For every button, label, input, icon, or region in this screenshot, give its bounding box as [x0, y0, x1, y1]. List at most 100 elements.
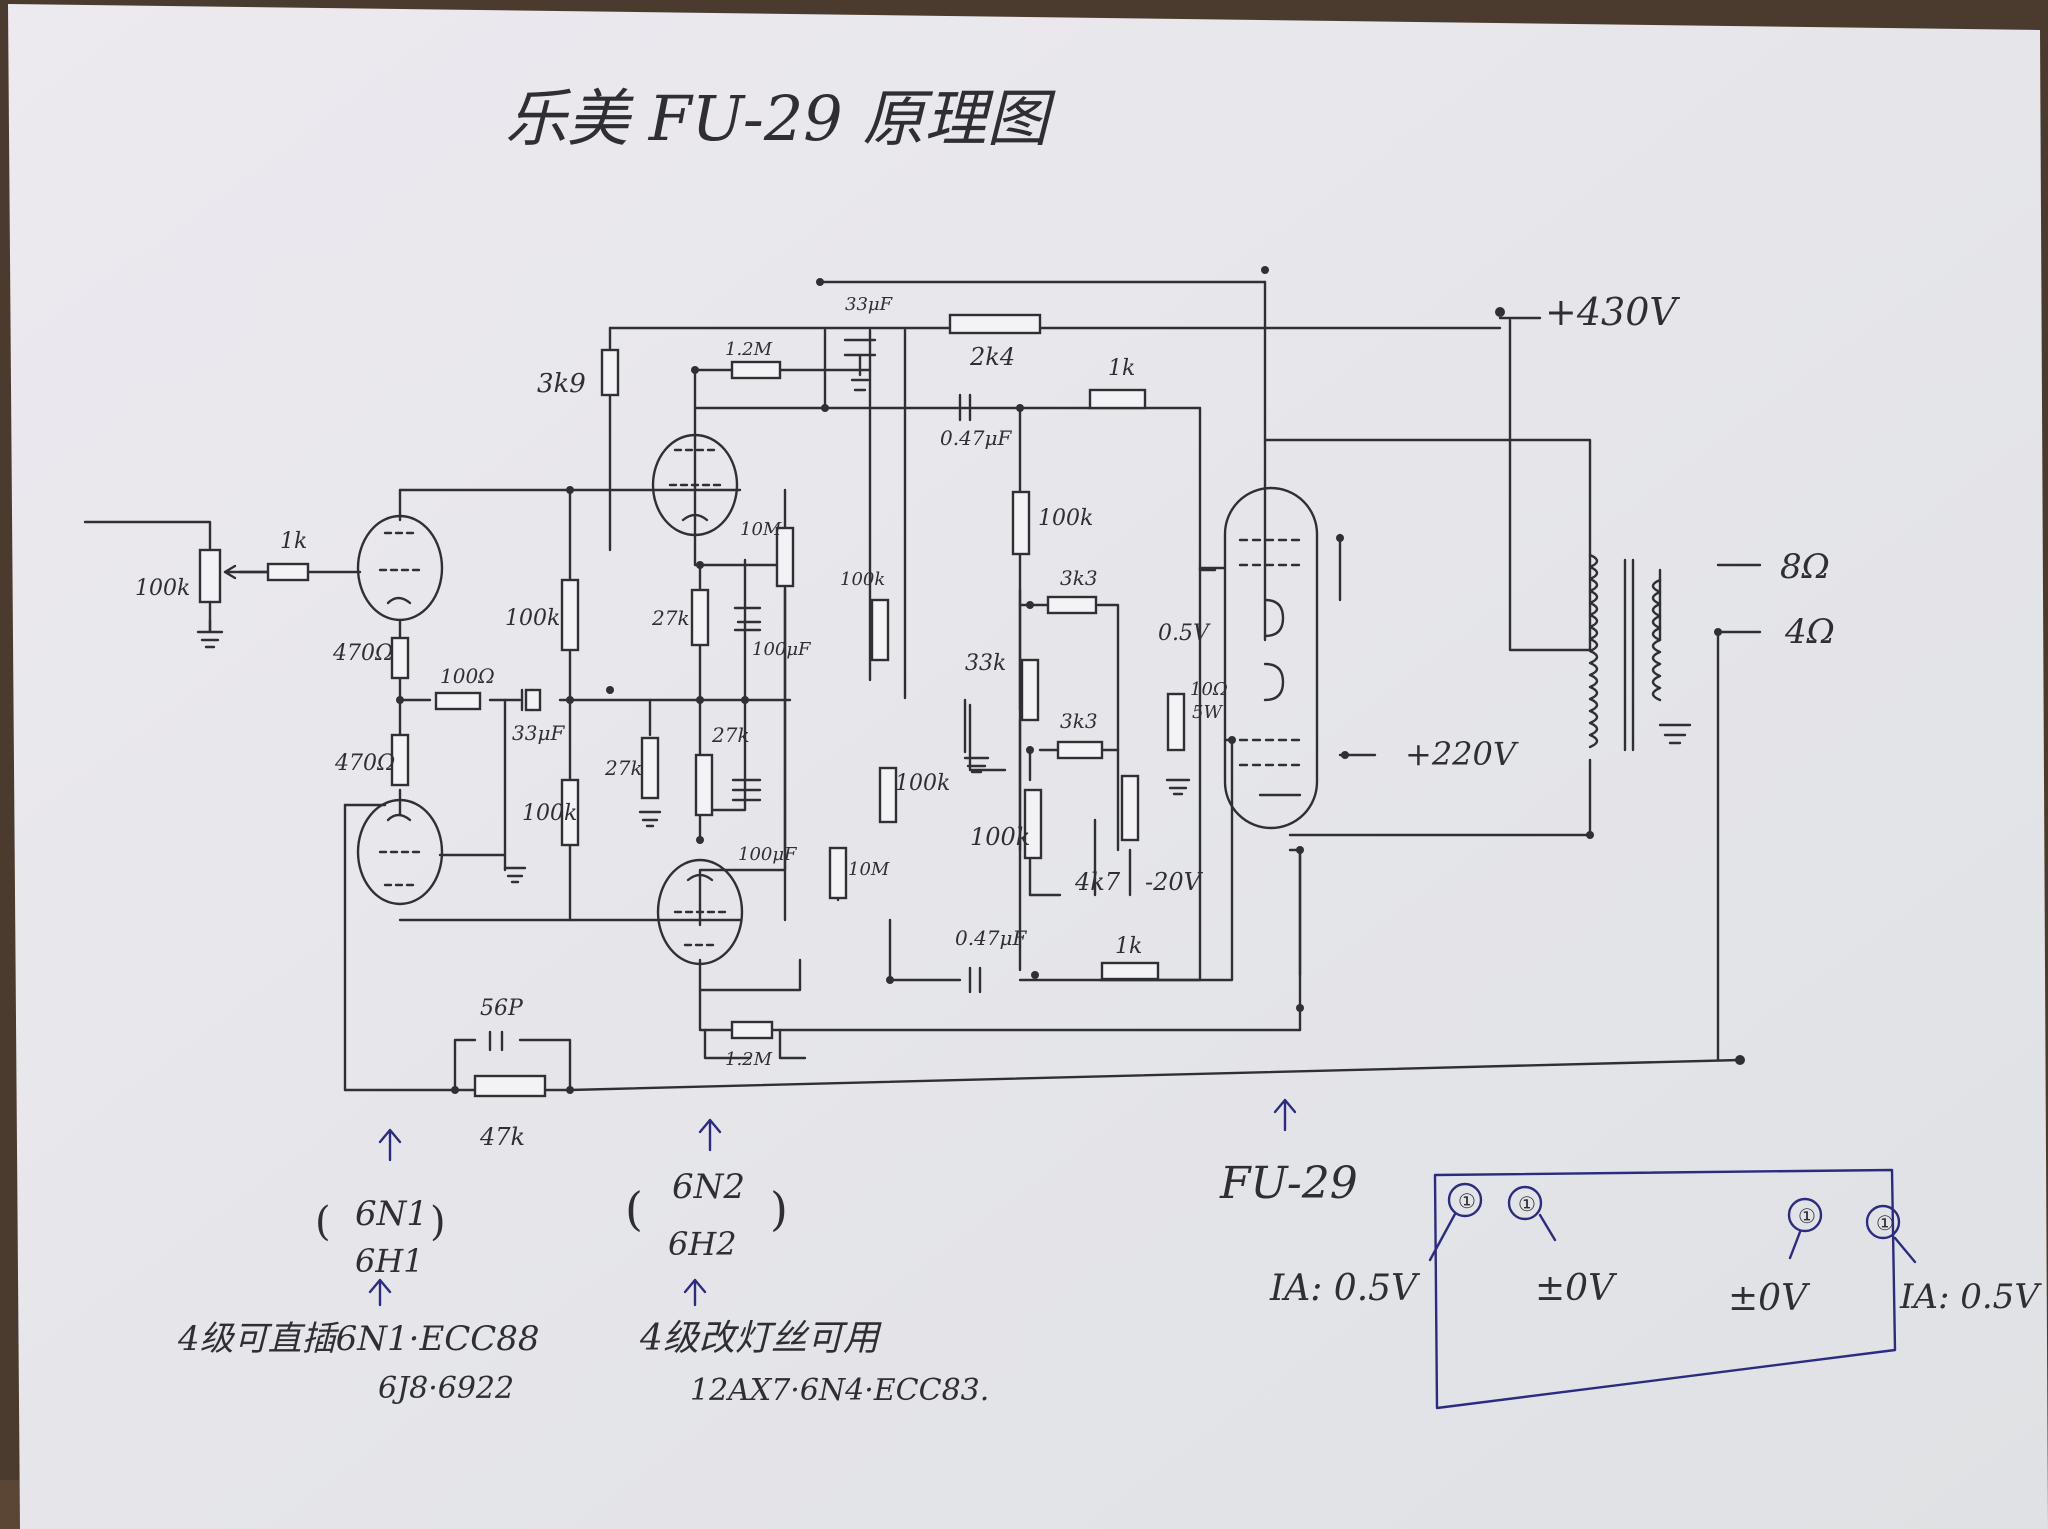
- capacitor-33uf-left: [520, 688, 542, 712]
- svg-text:): ): [770, 1182, 788, 1236]
- resistor-3k3-b: [1056, 740, 1104, 760]
- label-047-top: 0.47μF: [940, 426, 1013, 450]
- label-47k: 47k: [479, 1123, 525, 1151]
- resistor-100k-c: [870, 598, 890, 662]
- label-1k-bottom: 1k: [1115, 934, 1142, 959]
- label-27k-a: 27k: [651, 606, 690, 630]
- stage2-note-line1: 4级改灯丝可用: [639, 1318, 882, 1359]
- resistor-33k: [1020, 658, 1040, 722]
- stage2-note-line2: 12AX7·6N4·ECC83.: [690, 1373, 989, 1408]
- resistor-3k9: [600, 348, 620, 397]
- label-bias-rail: -20V: [1145, 868, 1204, 896]
- bias-ia-left: IA: 0.5V: [1269, 1268, 1421, 1309]
- svg-text:(: (: [315, 1199, 331, 1245]
- resistor-27k-c: [694, 753, 714, 817]
- label-2k4: 2k4: [969, 343, 1015, 371]
- label-100k-e: 100k: [1038, 506, 1093, 531]
- bias-marker-2: ①: [1518, 1192, 1536, 1216]
- label-3k3-a: 3k3: [1060, 566, 1098, 590]
- label-10ohm: 10Ω: [1190, 679, 1228, 700]
- resistor-100k-f: [1023, 788, 1043, 860]
- label-100k-a: 100k: [505, 606, 560, 631]
- resistor-3k3-a: [1046, 595, 1098, 615]
- label-0-5v: 0.5V: [1158, 621, 1211, 646]
- resistor-100-series: [434, 691, 482, 711]
- label-100uf-a: 100μF: [752, 639, 812, 660]
- label-tap-4: 4Ω: [1784, 612, 1835, 652]
- capacitor-33uf-top: [843, 338, 877, 392]
- capacitor-100uf-a: [733, 606, 762, 632]
- tube-6n2-top: [651, 433, 739, 537]
- output-transformer: [1588, 553, 1662, 752]
- resistor-47k: [473, 1074, 547, 1098]
- svg-text:(: (: [625, 1182, 643, 1236]
- capacitor-047-top: [958, 393, 972, 422]
- label-33k: 33k: [965, 651, 1006, 676]
- label-10m-b: 10M: [848, 859, 890, 880]
- resistor-1-2m-top: [730, 360, 782, 380]
- label-470-top: 470Ω: [332, 641, 393, 666]
- label-56p: 56P: [480, 996, 524, 1021]
- paper-sheet: [8, 4, 2048, 1529]
- tube-stage1-name: 6N1: [355, 1194, 428, 1234]
- tube-6n1-bottom: [356, 798, 444, 906]
- tube-labels: ( 6N1 ) 6H1 ( 6N2 ) 6H2 FU-29: [315, 1158, 1358, 1280]
- label-1-2m-bottom: 1.2M: [725, 1049, 773, 1070]
- resistor-1k-grid: [266, 562, 310, 582]
- resistor-470-top: [390, 636, 410, 680]
- resistor-100k-a: [560, 578, 580, 652]
- capacitor-56p: [488, 1030, 504, 1052]
- label-3k3-b: 3k3: [1060, 709, 1098, 733]
- stage1-note-line2: 6J8·6922: [378, 1371, 514, 1406]
- resistor-1k-bottom: [1100, 961, 1160, 981]
- resistor-100k-d: [878, 766, 898, 824]
- label-27k-b: 27k: [604, 756, 643, 780]
- resistor-27k-a: [690, 588, 710, 647]
- label-input-pot: 100k: [135, 576, 190, 601]
- label-10ohm-watt: 5W: [1192, 702, 1223, 723]
- label-100k-f: 100k: [970, 823, 1030, 851]
- tube-6n2-bottom: [656, 858, 744, 966]
- tube-fu29: [1223, 486, 1319, 830]
- input-potentiometer: [196, 548, 272, 649]
- bias-marker-3: ①: [1798, 1204, 1816, 1228]
- substitution-notes: 4级可直插6N1·ECC88 6J8·6922 4级改灯丝可用 12AX7·6N…: [177, 1318, 989, 1408]
- junction-dots: [396, 266, 1745, 1094]
- label-33uf-top: 33μF: [845, 294, 894, 315]
- bias-note-box: [1428, 1168, 1917, 1410]
- bias-note-labels: IA: 0.5V ±0V ±0V IA: 0.5V ① ① ① ①: [1269, 1189, 2042, 1319]
- tube-stage2-name: 6N2: [672, 1167, 745, 1207]
- stage1-note-line1: 4级可直插6N1·ECC88: [177, 1319, 540, 1359]
- resistor-1-2m-bottom: [730, 1020, 774, 1040]
- ground-symbols: [503, 698, 1692, 884]
- bias-zero-left: ±0V: [1535, 1268, 1618, 1309]
- label-3k9: 3k9: [537, 369, 586, 399]
- resistor-10m-b: [828, 846, 848, 900]
- label-10m-a: 10M: [740, 519, 782, 540]
- resistor-10m-a: [775, 526, 795, 588]
- tube-stage2-alt: 6H2: [668, 1225, 737, 1263]
- label-1-2m-top: 1.2M: [725, 339, 773, 360]
- label-100k-b: 100k: [522, 801, 577, 826]
- capacitor-100uf-b: [731, 778, 762, 802]
- resistor-100k-e: [1011, 490, 1031, 556]
- label-grid-stop: 1k: [280, 529, 307, 554]
- resistor-470-bottom: [390, 733, 410, 787]
- stage-arrows: [368, 1098, 1297, 1307]
- bias-ia-right: IA: 0.5V: [1899, 1277, 2042, 1317]
- bias-marker-1: ①: [1458, 1189, 1476, 1213]
- label-100k-d: 100k: [895, 771, 950, 796]
- resistor-27k-b: [640, 736, 660, 800]
- resistor-4k7: [1120, 774, 1140, 842]
- page-title: 乐美 FU-29 原理图: [505, 82, 1056, 155]
- label-1k-top: 1k: [1108, 356, 1135, 381]
- label-screen: +220V: [1405, 735, 1519, 773]
- label-100uf-b: 100μF: [738, 844, 798, 865]
- label-470-bottom: 470Ω: [334, 751, 395, 776]
- resistor-10ohm: [1166, 692, 1186, 752]
- svg-text:): ): [430, 1199, 446, 1245]
- tube-6n1-top: [356, 514, 444, 622]
- label-047-bottom: 0.47μF: [955, 926, 1028, 950]
